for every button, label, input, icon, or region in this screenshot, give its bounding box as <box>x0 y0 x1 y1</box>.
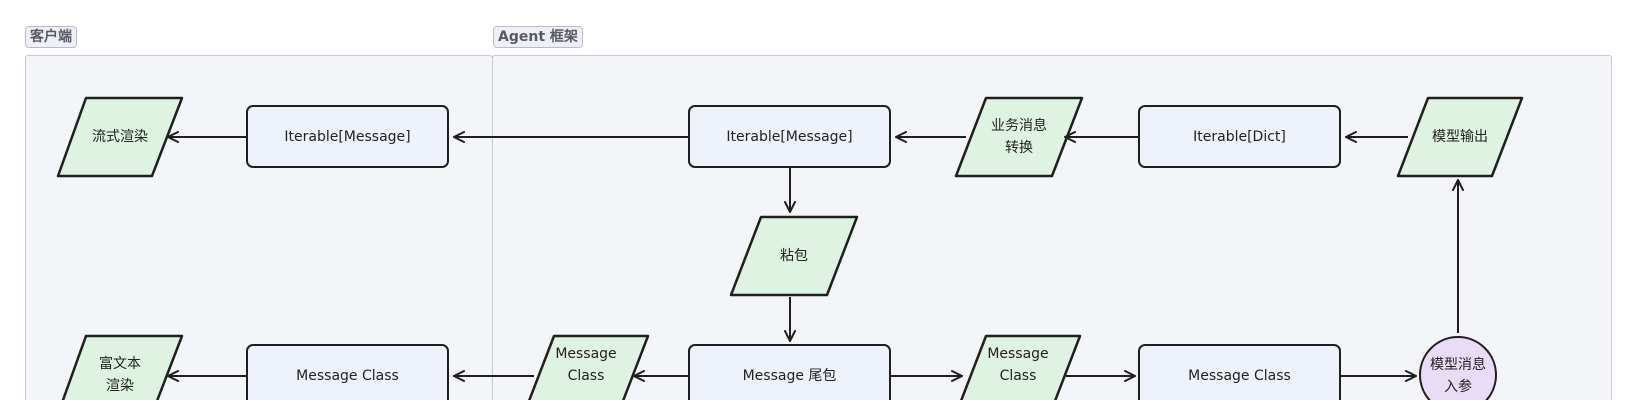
client-group-label: 客户端 <box>25 26 77 48</box>
model-output-label: 模型输出 <box>1432 129 1488 145</box>
stream-render-label: 流式渲染 <box>92 129 148 145</box>
iterable-dict-label: Iterable[Dict] <box>1193 128 1286 145</box>
rich-text-render-node <box>61 334 184 400</box>
message-tail-label: Message 尾包 <box>742 367 837 384</box>
model-output-node <box>1396 96 1524 178</box>
client-message-class-label: Message Class <box>296 367 399 384</box>
biz-convert-label: 业务消息 转换 <box>991 118 1047 156</box>
model-input-node <box>1419 336 1497 400</box>
sticky-packet-node <box>729 215 859 297</box>
stream-render-node <box>56 96 184 178</box>
model-input-label: 模型消息 入参 <box>1430 357 1486 395</box>
agent-message-class-left-node <box>528 334 650 400</box>
message-class-right-label: Message Class <box>1188 367 1291 384</box>
agent-framework-group-label: Agent 框架 <box>493 26 583 48</box>
sticky-packet-label: 粘包 <box>780 248 808 264</box>
agent-iterable-message-label: Iterable[Message] <box>726 128 853 145</box>
agent-message-class-right-node <box>960 334 1082 400</box>
agent-message-class-right-label: Message Class <box>987 346 1049 384</box>
rich-text-render-label: 富文本 渲染 <box>99 356 141 394</box>
biz-convert-node <box>954 96 1084 178</box>
client-iterable-message-label: Iterable[Message] <box>284 128 411 145</box>
agent-message-class-left-label: Message Class <box>555 346 617 384</box>
